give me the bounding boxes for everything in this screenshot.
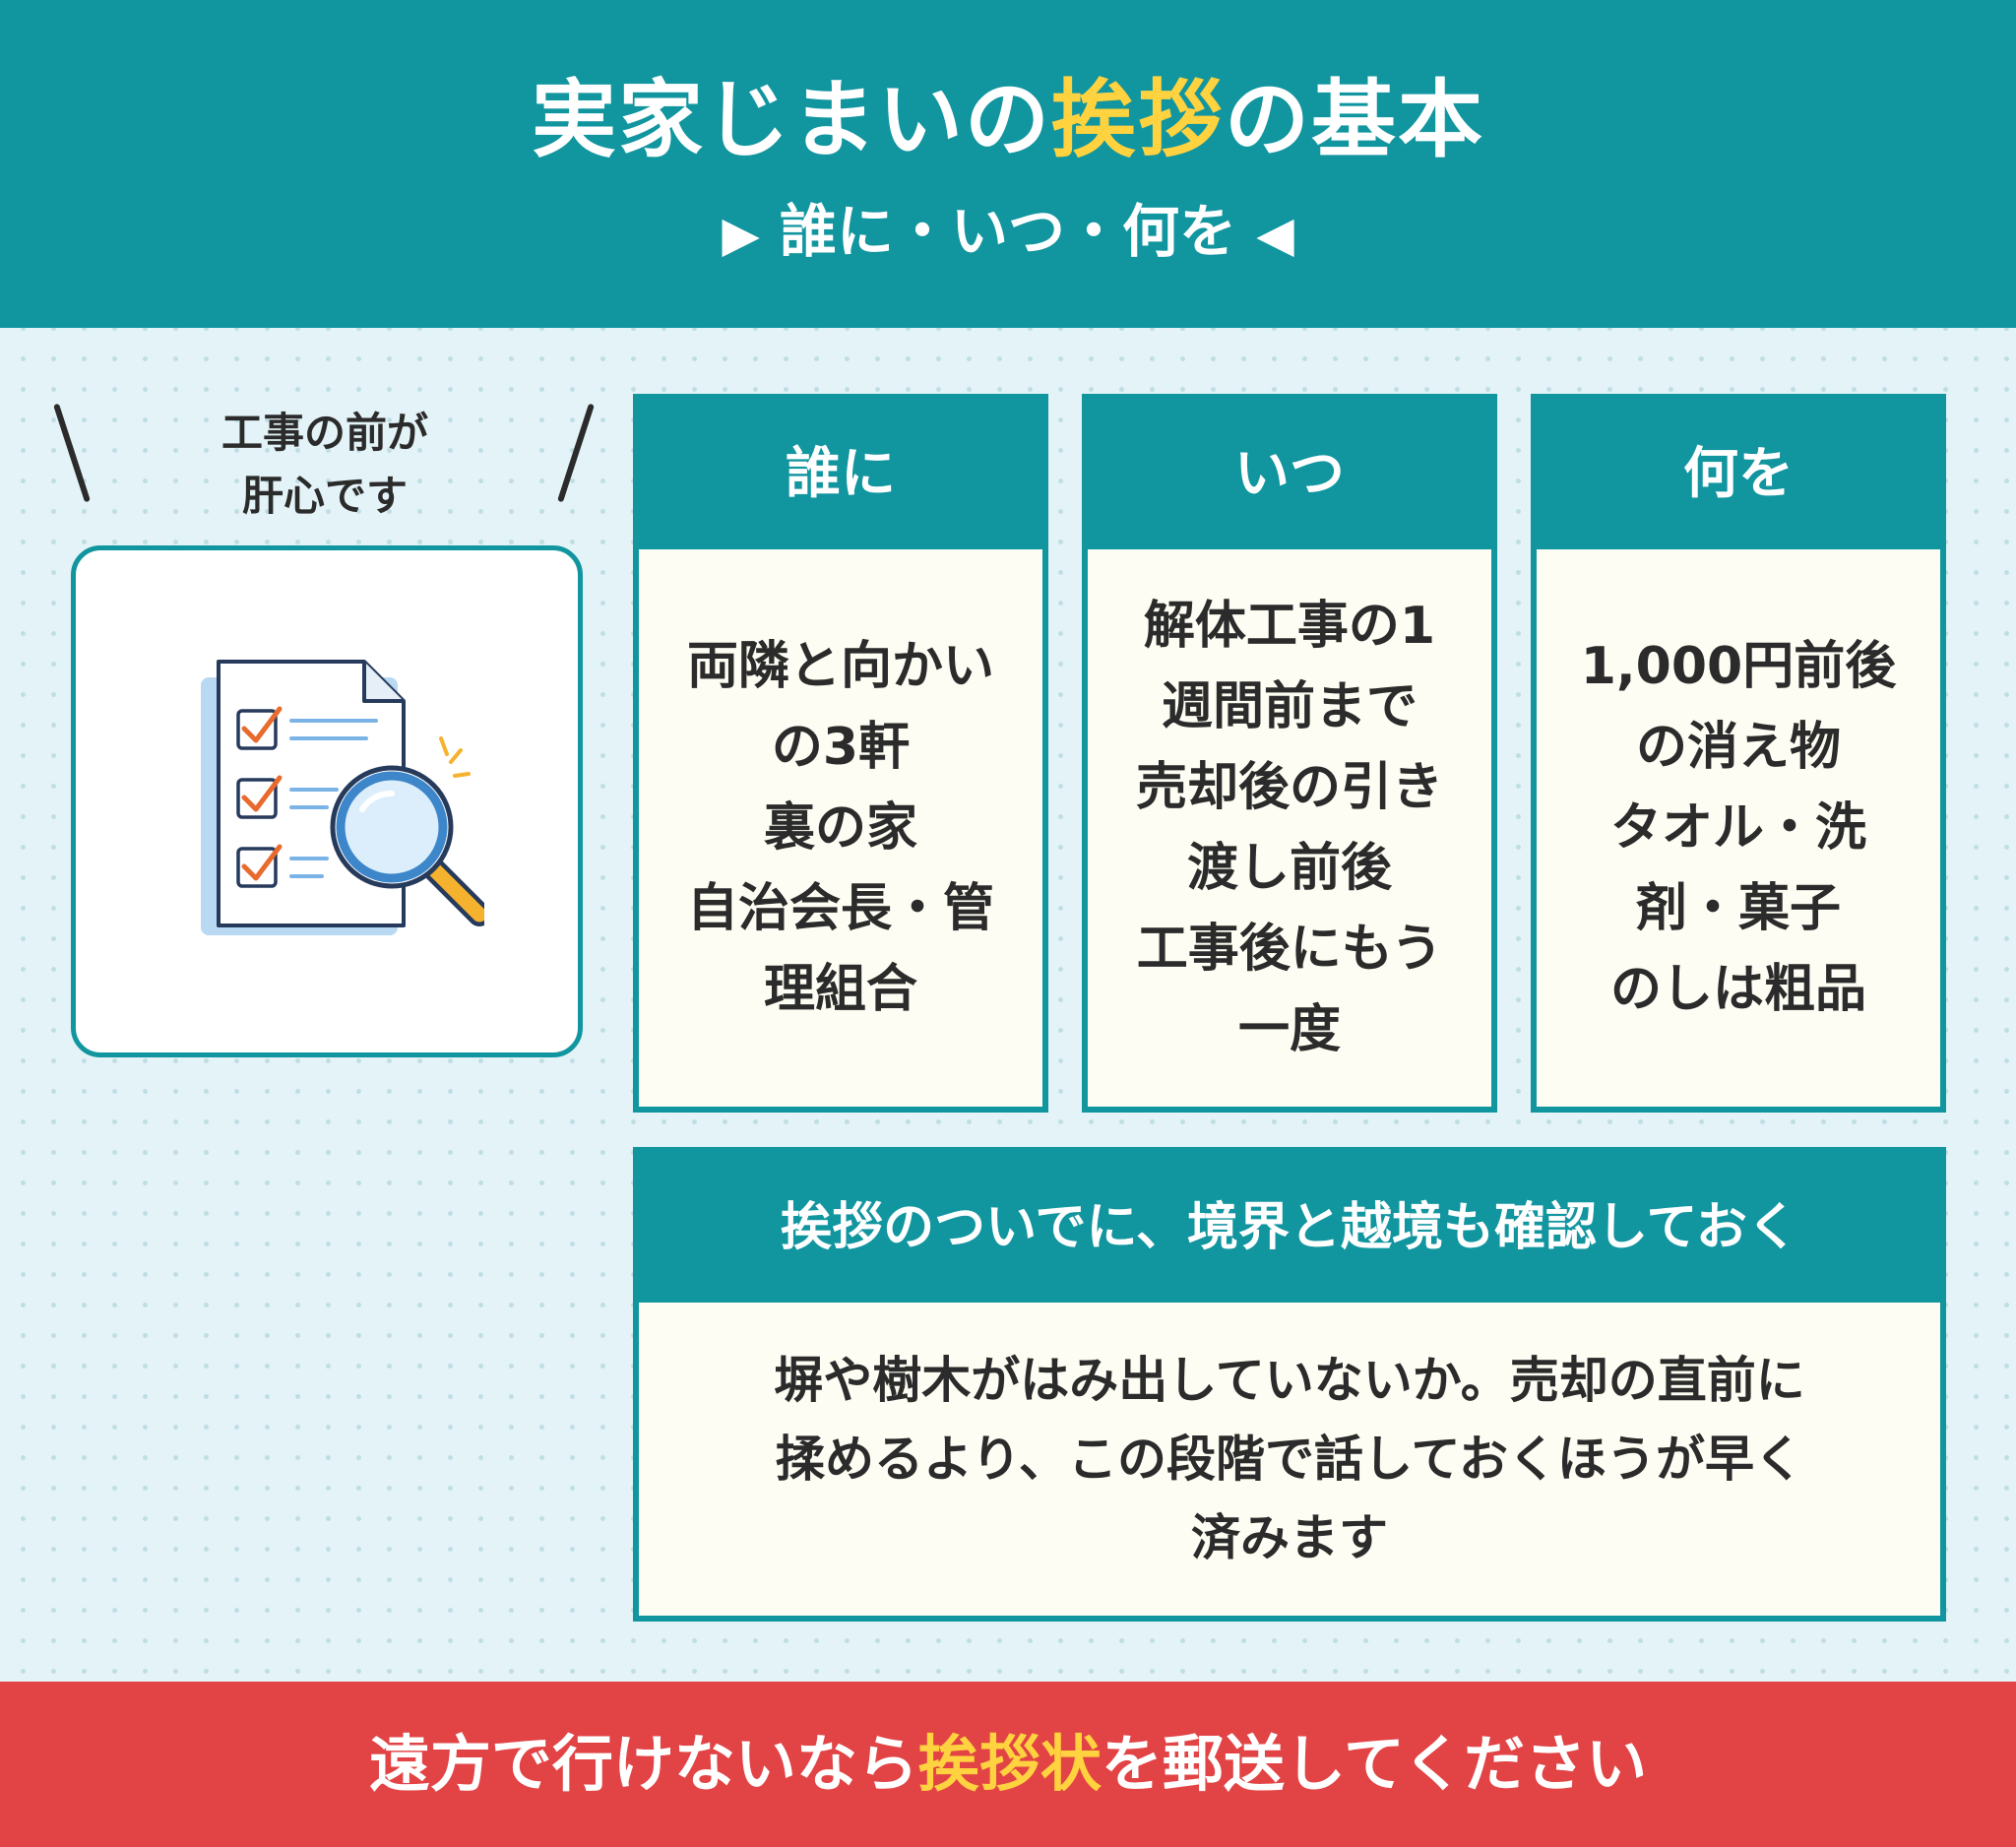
card-what-title: 何を bbox=[1537, 400, 1940, 549]
card-line: タオル・洗 bbox=[1609, 798, 1866, 858]
card-line: 1,000円前後 bbox=[1580, 637, 1897, 696]
note-line-1: 工事の前が bbox=[220, 409, 428, 457]
boundary-line: 揉めるより、この段階で話しておくほうが早く bbox=[776, 1431, 1803, 1488]
card-when: いつ 解体工事の1 週間前まで 売却後の引き 渡し前後 工事後にもう 一度 bbox=[1082, 394, 1497, 1113]
card-line: 理組合 bbox=[763, 960, 917, 1019]
card-line: の3軒 bbox=[771, 718, 911, 777]
header-banner: 実家じまいの挨拶の基本 ▶ 誰に・いつ・何を ◀ bbox=[0, 0, 2016, 328]
boundary-card: 挨拶のついでに、境界と越境も確認しておく 塀や樹木がはみ出していないか。売却の直… bbox=[633, 1147, 1946, 1622]
card-line: 両隣と向かい bbox=[686, 637, 994, 696]
title-text-before: 実家じまいの bbox=[532, 71, 1051, 169]
card-who: 誰に 両隣と向かい の3軒 裏の家 自治会長・管 理組合 bbox=[633, 394, 1048, 1113]
boundary-line: 塀や樹木がはみ出していないか。売却の直前に bbox=[774, 1352, 1805, 1409]
play-right-icon: ▶ bbox=[722, 206, 760, 263]
subtitle: ▶ 誰に・いつ・何を ◀ bbox=[0, 197, 2016, 269]
card-who-title: 誰に bbox=[639, 400, 1042, 549]
card-line: 売却後の引き bbox=[1135, 758, 1443, 817]
title-text-after: の基本 bbox=[1225, 71, 1484, 169]
card-line: 一度 bbox=[1237, 1000, 1341, 1059]
card-line: 剤・菓子 bbox=[1635, 879, 1841, 938]
checklist-magnifier-icon bbox=[201, 660, 484, 935]
play-left-icon: ◀ bbox=[1256, 206, 1294, 263]
card-what: 何を 1,000円前後 の消え物 タオル・洗 剤・菓子 のしは粗品 bbox=[1531, 394, 1946, 1113]
page-title: 実家じまいの挨拶の基本 bbox=[0, 71, 2016, 169]
footer-banner: 遠方で行けないなら挨拶状を郵送してください bbox=[0, 1682, 2016, 1847]
subtitle-text: 誰に・いつ・何を bbox=[779, 198, 1236, 265]
emphasis-slash-left bbox=[53, 403, 91, 503]
note-line-2: 肝心です bbox=[241, 472, 408, 520]
card-line: 自治会長・管 bbox=[686, 879, 994, 938]
card-what-content: 1,000円前後 の消え物 タオル・洗 剤・菓子 のしは粗品 bbox=[1581, 626, 1896, 1030]
title-highlight: 挨拶 bbox=[1051, 71, 1225, 169]
card-line: 工事後にもう bbox=[1136, 920, 1443, 979]
card-line: 裏の家 bbox=[763, 798, 917, 858]
illustration-card bbox=[71, 545, 583, 1057]
card-who-content: 両隣と向かい の3軒 裏の家 自治会長・管 理組合 bbox=[687, 626, 994, 1030]
emphasis-note: 工事の前が 肝心です bbox=[148, 402, 502, 528]
boundary-line: 済みます bbox=[1191, 1509, 1388, 1566]
card-when-title: いつ bbox=[1088, 400, 1491, 549]
footer-text-after: を郵送してください bbox=[1101, 1728, 1648, 1800]
card-line: 解体工事の1 bbox=[1143, 597, 1436, 656]
card-line: のしは粗品 bbox=[1609, 960, 1866, 1019]
boundary-card-content: 塀や樹木がはみ出していないか。売却の直前に 揉めるより、この段階で話しておくほう… bbox=[774, 1341, 1805, 1577]
card-when-content: 解体工事の1 週間前まで 売却後の引き 渡し前後 工事後にもう 一度 bbox=[1136, 586, 1443, 1070]
card-line: 渡し前後 bbox=[1186, 839, 1392, 898]
footer-text-before: 遠方で行けないなら bbox=[368, 1728, 918, 1800]
emphasis-slash-right bbox=[557, 403, 595, 503]
card-line: 週間前まで bbox=[1161, 677, 1418, 736]
boundary-card-title: 挨拶のついでに、境界と越境も確認しておく bbox=[639, 1153, 1940, 1303]
card-line: の消え物 bbox=[1635, 718, 1841, 777]
footer-highlight: 挨拶状 bbox=[917, 1728, 1102, 1800]
